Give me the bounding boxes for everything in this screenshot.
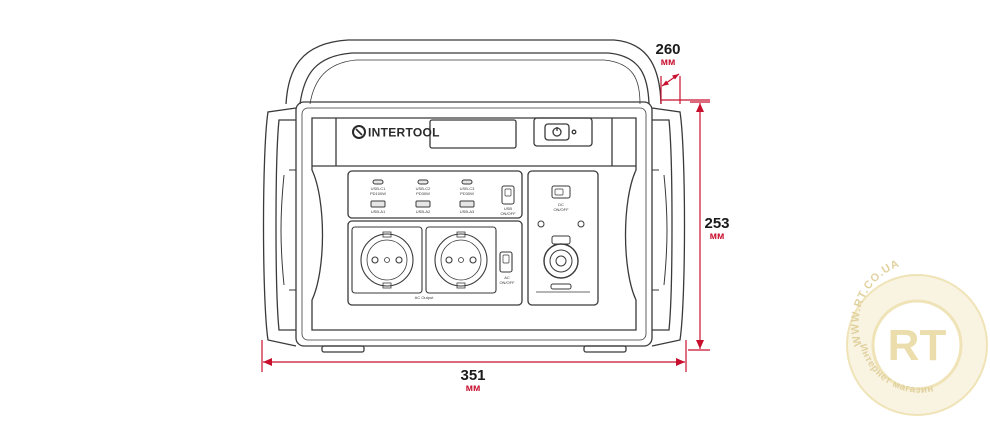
depth-unit: мм xyxy=(661,57,676,68)
right-bumper xyxy=(651,107,686,347)
usb-switch-onoff-label: ON/OFF xyxy=(500,211,516,216)
height-unit: мм xyxy=(710,231,725,242)
usb-c2-port[interactable] xyxy=(417,179,429,185)
dimension-lines xyxy=(261,73,710,372)
dc-switch-onoff-label: ON/OFF xyxy=(553,207,569,212)
ac-panel xyxy=(347,220,523,306)
ac-socket-2[interactable] xyxy=(425,226,497,294)
carry-handle-outer xyxy=(285,39,662,105)
usb-a2-port[interactable] xyxy=(415,200,431,208)
dc-port-left[interactable] xyxy=(537,220,545,228)
power-button[interactable] xyxy=(544,123,570,141)
usb-switch-label: USB xyxy=(504,206,513,211)
left-bumper xyxy=(262,107,297,347)
usb-c3-label: USB-C3 xyxy=(460,186,475,191)
usb-c3-power-label: PD30W xyxy=(460,191,474,196)
car-socket[interactable] xyxy=(543,235,579,279)
usb-a3-label: USB-A3 xyxy=(460,209,475,214)
brand-name: INTERTOOL xyxy=(368,126,440,140)
usb-a1-port[interactable] xyxy=(370,200,386,208)
width-value: 351 xyxy=(460,367,485,384)
brand-logo: INTERTOOL xyxy=(352,125,440,140)
power-button-panel xyxy=(533,117,593,147)
usb-c2-power-label: PD30W xyxy=(416,191,430,196)
dc-panel xyxy=(527,170,599,306)
lcd-display xyxy=(429,119,517,149)
ac-switch[interactable] xyxy=(499,251,513,273)
dc-port-right[interactable] xyxy=(577,220,585,228)
ac-switch-onoff-label: ON/OFF xyxy=(499,280,515,285)
depth-value: 260 xyxy=(655,41,680,58)
power-station-body xyxy=(262,39,686,353)
brand-logo-icon xyxy=(352,125,366,139)
left-foot xyxy=(321,345,365,353)
usb-c3-port[interactable] xyxy=(461,179,473,185)
width-unit: мм xyxy=(466,383,481,394)
usb-c2-label: USB-C2 xyxy=(416,186,431,191)
ac-socket-1[interactable] xyxy=(351,226,423,294)
usb-a2-label: USB-A2 xyxy=(416,209,431,214)
usb-c1-label: USB-C1 xyxy=(371,186,386,191)
usb-a1-label: USB-A1 xyxy=(371,209,386,214)
height-value: 253 xyxy=(704,215,729,232)
dimension-labels: 260 мм 253 мм 351 мм xyxy=(460,41,729,394)
usb-panel xyxy=(347,170,523,219)
usb-c1-power-label: PD100W xyxy=(370,191,386,196)
carry-handle-inner xyxy=(299,52,650,105)
ac-output-label: AC Output xyxy=(415,295,435,300)
usb-c1-port[interactable] xyxy=(372,179,384,185)
usb-switch[interactable] xyxy=(501,185,515,205)
rt-watermark: WWW.RT.CO.UA Интернет магазин RT xyxy=(846,258,988,416)
right-foot xyxy=(583,345,627,353)
main-frame xyxy=(295,101,653,347)
usb-a3-port[interactable] xyxy=(459,200,475,208)
ac-switch-label: AC xyxy=(504,275,510,280)
watermark-logo: RT xyxy=(888,321,947,370)
dc-cap xyxy=(550,283,572,290)
dc-switch[interactable] xyxy=(551,185,571,199)
dc-switch-label: DC xyxy=(558,202,564,207)
power-indicator-led xyxy=(571,129,577,135)
